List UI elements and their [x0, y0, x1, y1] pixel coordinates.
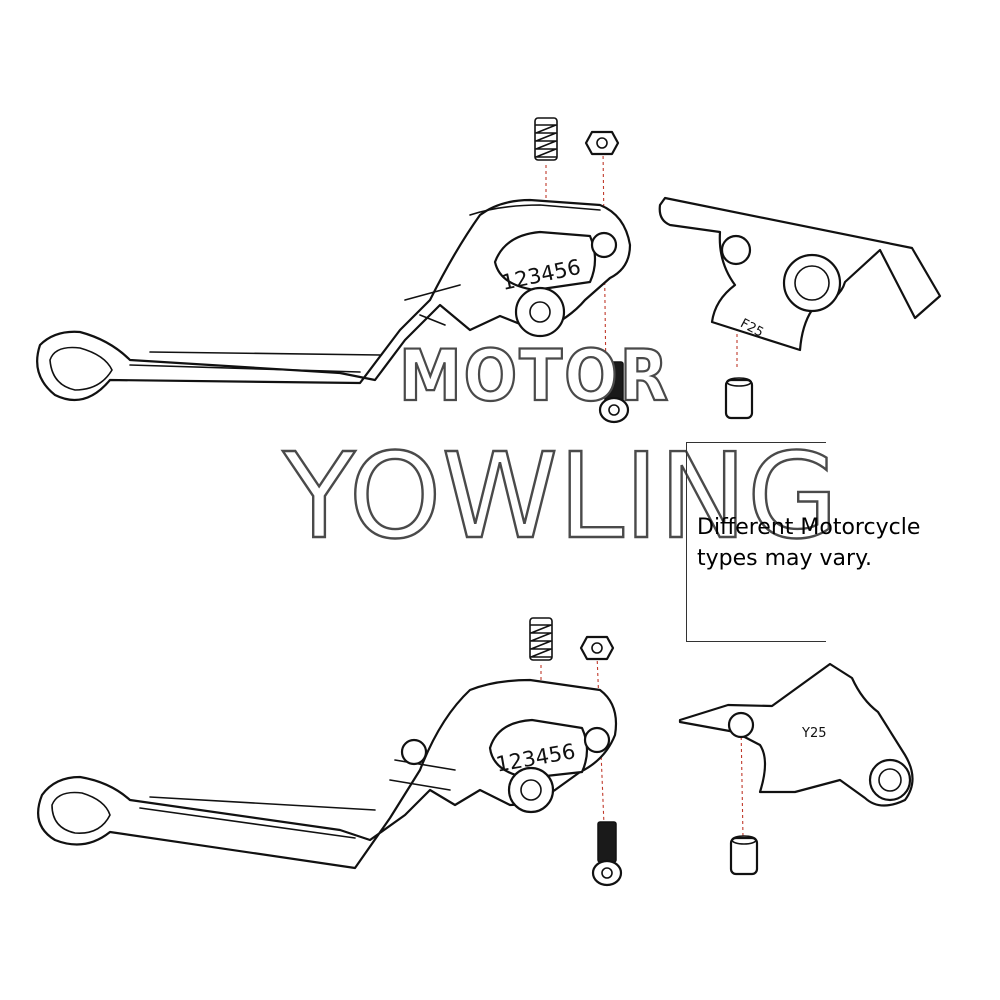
bottom-bolt [591, 821, 623, 887]
bottom-guide-adapter [740, 724, 744, 839]
top-pivot-screw [529, 301, 551, 323]
bottom-bushing [729, 835, 759, 876]
bottom-adapter-code: Y25 [801, 726, 826, 741]
top-pivot-bushing [514, 286, 566, 338]
top-lever-assembly: 123456 F25 [36, 117, 942, 424]
note-line-2: types may vary. [697, 546, 872, 571]
bottom-lever-blade [37, 678, 618, 870]
watermark-motor: MOTOR [399, 335, 670, 417]
top-adapter-hole-large [782, 253, 842, 313]
bottom-pivot-hole [583, 726, 611, 754]
bottom-adapter-hole-inner [878, 768, 902, 792]
top-lever-blade [36, 198, 632, 402]
top-adapter-hole-inner [794, 265, 830, 301]
watermark-yowling: YOWLING [282, 427, 838, 565]
note-bracket [686, 442, 826, 642]
bottom-spring [529, 617, 553, 661]
top-adapter-hole-small [720, 234, 752, 266]
top-adjuster-dial [493, 230, 597, 292]
bottom-nut [579, 635, 615, 661]
bottom-adapter-hole-small [727, 711, 755, 739]
bottom-lever-hole [400, 738, 428, 766]
top-bolt [598, 361, 630, 424]
top-nut [584, 130, 620, 156]
top-pivot-hole [590, 231, 618, 259]
bottom-adjuster-dial [488, 718, 589, 780]
bottom-adapter-plate [678, 662, 914, 807]
top-lever-upper-ridge [469, 204, 601, 216]
top-spring [534, 117, 558, 161]
bottom-lever-slot [51, 791, 111, 834]
bottom-pivot-screw [520, 779, 542, 801]
top-lever-ridge [129, 284, 461, 373]
note-line-1: Different Motorcycle [697, 515, 921, 540]
top-lever-slot [49, 346, 113, 391]
bottom-adapter-hole-large [868, 758, 912, 802]
variation-note: Different Motorcycle types may vary. [697, 512, 987, 574]
bottom-lever-assembly: 123456 Y25 [37, 617, 914, 887]
bottom-pivot-bushing [507, 766, 555, 814]
bottom-lever-ridge [139, 759, 456, 839]
top-bushing [724, 377, 754, 420]
